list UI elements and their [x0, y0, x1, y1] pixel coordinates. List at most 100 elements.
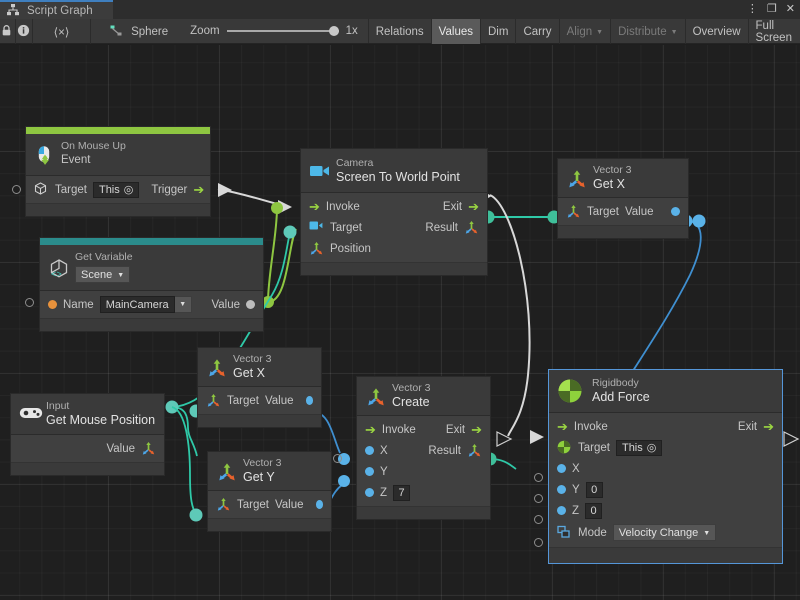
toolbar-overview[interactable]: Overview: [686, 19, 749, 44]
get-variable-name-port[interactable]: [25, 298, 34, 307]
rigidbody-mode-port[interactable]: [534, 538, 543, 547]
tab-script-graph[interactable]: Script Graph: [0, 0, 113, 19]
node-vector3-get-y[interactable]: Vector 3 Get Y: [207, 451, 332, 532]
node-subtitle: Vector 3: [233, 353, 272, 365]
target-this-field[interactable]: This ◎: [92, 181, 140, 198]
vector3-port-icon[interactable]: [309, 241, 324, 256]
toolbar-dim[interactable]: Dim: [481, 19, 517, 44]
y-label: Y: [572, 483, 580, 496]
vector3-port-icon[interactable]: [216, 497, 231, 512]
vector3-port-icon[interactable]: [206, 393, 221, 408]
node-vector3-get-x-mid[interactable]: Vector 3 Get X: [197, 347, 322, 428]
z-input-port[interactable]: [557, 506, 566, 515]
value-output-port[interactable]: [671, 207, 680, 216]
z-input-port[interactable]: [365, 488, 374, 497]
vector3-port-icon[interactable]: [464, 220, 479, 235]
node-vector3-get-x-top[interactable]: Vector 3 Get X: [557, 158, 689, 239]
y-input-port[interactable]: [557, 485, 566, 494]
rigidbody-x-port[interactable]: [534, 473, 543, 482]
row-position: Position: [301, 238, 487, 259]
more-options-button[interactable]: ⋮: [746, 3, 758, 15]
target-this-field[interactable]: This ◎: [615, 439, 663, 456]
invoke-flow-arrow-icon[interactable]: ➔: [365, 422, 376, 437]
node-title: Get Y: [243, 470, 275, 484]
toolbar-fullscreen[interactable]: Full Screen: [749, 19, 800, 44]
node-vector3-create[interactable]: Vector 3 Create ➔ Invoke Exit ➔ X Result: [356, 376, 491, 520]
toolbar-values[interactable]: Values: [431, 19, 481, 44]
rigidbody-z-port[interactable]: [534, 515, 543, 524]
node-title: Get X: [593, 177, 625, 191]
zoom-control[interactable]: Zoom 1x: [180, 19, 369, 43]
rigidbody-port-icon[interactable]: [557, 440, 572, 455]
vector3-port-icon[interactable]: [566, 204, 581, 219]
y-input-port[interactable]: [365, 467, 374, 476]
node-rigidbody-add-force[interactable]: Rigidbody Add Force ➔ Invoke Exit ➔: [548, 369, 783, 564]
chevron-down-icon[interactable]: ▼: [174, 296, 192, 313]
value-label: Value: [624, 205, 654, 218]
variable-name-combo[interactable]: MainCamera ▼: [99, 296, 192, 313]
name-input-port[interactable]: [48, 300, 57, 309]
on-mouse-up-target-port[interactable]: [12, 185, 21, 194]
value-label: Value: [106, 442, 135, 455]
value-output-port[interactable]: [315, 500, 323, 509]
node-header: On Mouse Up Event: [26, 134, 210, 176]
y-value-field[interactable]: 0: [585, 481, 603, 498]
value-output-port[interactable]: [246, 300, 255, 309]
node-title: Add Force: [592, 390, 650, 404]
z-value-field[interactable]: 7: [393, 484, 411, 501]
scope-dropdown[interactable]: Scene ▼: [75, 266, 131, 283]
code-toggle-button[interactable]: ⟨×⟩: [33, 19, 92, 44]
zoom-slider-knob[interactable]: [328, 26, 339, 36]
create-x-port[interactable]: [333, 454, 342, 463]
invoke-label: Invoke: [381, 423, 416, 436]
toolbar-relations[interactable]: Relations: [369, 19, 432, 44]
info-icon: [17, 24, 32, 39]
camera-port-icon[interactable]: [309, 220, 324, 235]
node-on-mouse-up[interactable]: On Mouse Up Event Target This ◎: [25, 126, 211, 217]
close-button[interactable]: ✕: [785, 3, 795, 15]
node-input-get-mouse-position[interactable]: Input Get Mouse Position Value: [10, 393, 165, 476]
mode-dropdown[interactable]: Velocity Change ▼: [612, 524, 717, 541]
scope-value: Scene: [81, 268, 113, 281]
z-value-field[interactable]: 0: [585, 502, 603, 519]
on-mouse-up-icon: [34, 145, 52, 165]
exit-label: Exit: [442, 200, 463, 213]
value-output-port[interactable]: [305, 396, 313, 405]
x-input-port[interactable]: [557, 464, 566, 473]
toolbar-carry[interactable]: Carry: [516, 19, 560, 44]
info-button[interactable]: [16, 19, 33, 44]
zoom-slider-track: [226, 30, 339, 32]
node-title-block: Get Variable Scene ▼: [75, 251, 133, 283]
node-subtitle: On Mouse Up: [61, 140, 126, 152]
rigidbody-y-port[interactable]: [534, 494, 543, 503]
lock-button[interactable]: [0, 19, 17, 44]
toolbar-align[interactable]: Align ▼: [560, 19, 612, 44]
node-get-variable[interactable]: <> Get Variable Scene ▼ Name MainCamera: [39, 237, 264, 332]
vector3-port-icon[interactable]: [141, 441, 156, 456]
target-picker-icon[interactable]: ◎: [646, 442, 657, 454]
target-label: Target: [237, 498, 269, 511]
exit-flow-arrow-icon[interactable]: ➔: [471, 422, 482, 437]
x-input-port[interactable]: [365, 446, 374, 455]
node-body: Target Value: [198, 387, 321, 414]
target-label: Target: [578, 441, 610, 454]
graph-object-button[interactable]: Sphere: [91, 19, 180, 44]
zoom-slider[interactable]: [226, 25, 339, 37]
toolbar-distribute[interactable]: Distribute ▼: [611, 19, 686, 44]
invoke-flow-arrow-icon[interactable]: ➔: [309, 199, 320, 214]
trigger-flow-arrow-icon[interactable]: ➔: [193, 182, 205, 197]
exit-flow-arrow-icon[interactable]: ➔: [763, 419, 774, 434]
exit-flow-arrow-icon[interactable]: ➔: [468, 199, 479, 214]
node-title-block: Input Get Mouse Position: [46, 400, 155, 428]
node-camera-screen-to-world-point[interactable]: Camera Screen To World Point ➔ Invoke Ex…: [300, 148, 488, 276]
node-title-block: Camera Screen To World Point: [336, 157, 460, 185]
node-title: Get X: [233, 366, 265, 380]
value-label: Value: [211, 298, 240, 311]
graph-canvas[interactable]: On Mouse Up Event Target This ◎: [0, 45, 800, 600]
vector3-port-icon[interactable]: [467, 443, 482, 458]
node-subtitle: Input: [46, 400, 70, 412]
node-footer: [198, 414, 321, 427]
target-picker-icon[interactable]: ◎: [123, 184, 134, 196]
maximize-button[interactable]: ❐: [766, 3, 777, 15]
invoke-flow-arrow-icon[interactable]: ➔: [557, 419, 568, 434]
